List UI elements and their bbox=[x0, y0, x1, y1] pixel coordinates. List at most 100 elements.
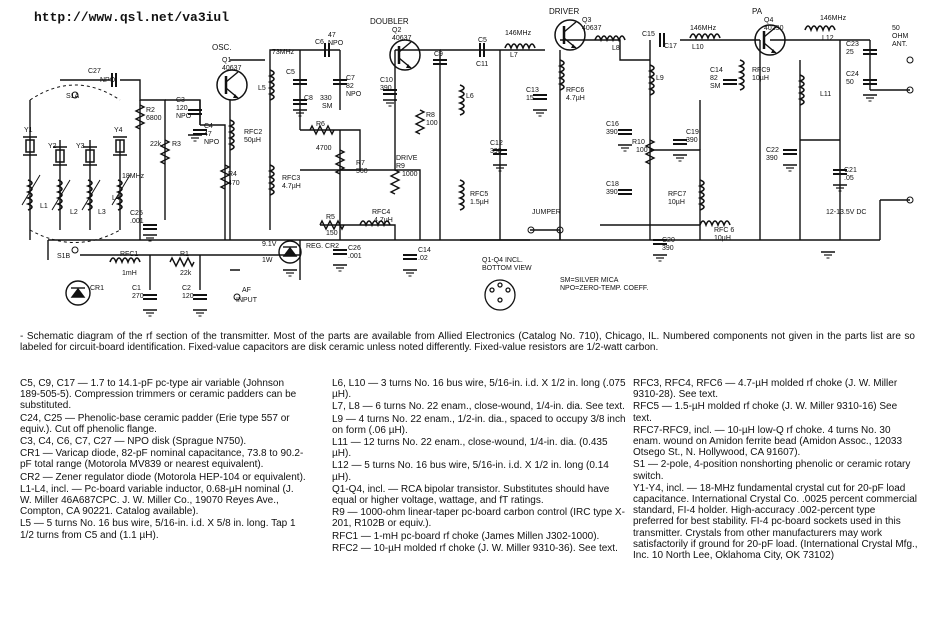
q2-label: Q2 bbox=[392, 27, 401, 34]
parts-entry: CR1 — Varicap diode, 82-pF nominal capac… bbox=[20, 448, 304, 471]
r7-value: 560 bbox=[356, 168, 368, 175]
c6-value: 47 bbox=[328, 32, 336, 39]
c14b-value: .02 bbox=[418, 255, 428, 262]
l6-label: L6 bbox=[466, 93, 474, 100]
c14b-label: C14 bbox=[418, 247, 431, 254]
l7-label: L7 bbox=[510, 52, 518, 59]
r5-value: 150 bbox=[326, 230, 338, 237]
l9-label: L9 bbox=[656, 75, 664, 82]
l3-label: L3 bbox=[98, 209, 106, 216]
source-url[interactable]: http://www.qsl.net/va3iul bbox=[34, 10, 230, 25]
parts-entry: C5, C9, C17 — 1.7 to 14.1-pF pc-type air… bbox=[20, 378, 297, 412]
c18-value: 390 bbox=[606, 189, 618, 196]
bottom-view-line1: Q1-Q4 INCL. bbox=[482, 257, 523, 264]
jumper-terminal-1 bbox=[527, 226, 535, 234]
parts-entry: RFC2 — 10-µH molded rf choke (J. W. Mill… bbox=[332, 542, 618, 554]
c4-value: 47 bbox=[204, 131, 212, 138]
c10-label: C10 bbox=[380, 77, 393, 84]
c15-label: C15 bbox=[642, 31, 655, 38]
r2-label: R2 bbox=[146, 107, 155, 114]
q3-label: Q3 bbox=[582, 17, 591, 24]
c5b-label: C5 bbox=[478, 37, 487, 44]
parts-entry: RFC5 — 1.5-µH molded rf choke (J. W. Mil… bbox=[633, 401, 898, 424]
c3-type: NPO bbox=[176, 113, 192, 120]
antenna-ground-terminal bbox=[906, 86, 914, 94]
l10-label: L10 bbox=[692, 44, 704, 51]
q1-label: Q1 bbox=[222, 57, 231, 64]
c1-value: 270 bbox=[132, 293, 144, 300]
c14-label: C14 bbox=[710, 67, 723, 74]
rfc6b-value: 10µH bbox=[714, 235, 731, 242]
c5-label: C5 bbox=[286, 69, 295, 76]
doubler-label: DOUBLER bbox=[370, 17, 409, 26]
r1-label: R1 bbox=[180, 251, 189, 258]
pa-label: PA bbox=[752, 7, 763, 16]
rfc6-label: RFC6 bbox=[566, 87, 584, 94]
schematic-wiring bbox=[29, 39, 910, 290]
l8-label: L8 bbox=[612, 45, 620, 52]
cr2-label: REG. CR2 bbox=[306, 243, 339, 250]
c16-value: 390 bbox=[606, 129, 618, 136]
freq146c-label: 146MHz bbox=[820, 15, 847, 22]
r8-value: 100 bbox=[426, 120, 438, 127]
c4-type: NPO bbox=[204, 139, 220, 146]
parts-list-column-3: RFC3, RFC4, RFC6 — 4.7-µH molded rf chok… bbox=[633, 378, 918, 562]
q4-label: Q4 bbox=[764, 17, 773, 24]
c20-label: C20 bbox=[662, 237, 675, 244]
parts-list-column-1: C5, C9, C17 — 1.7 to 14.1-pF pc-type air… bbox=[20, 378, 306, 542]
s1b-label: S1B bbox=[57, 253, 71, 260]
diode-cr2 bbox=[278, 240, 302, 264]
c10-value: 390 bbox=[380, 85, 392, 92]
cr2-wattage: 1W bbox=[262, 257, 273, 264]
r6-label: R6 bbox=[316, 121, 325, 128]
c13-label: C13 bbox=[526, 87, 539, 94]
c23-value: 25 bbox=[846, 49, 854, 56]
output-ohm-value: 50 bbox=[892, 25, 900, 32]
parts-entry: L1-L4, incl. — Pc-board variable inducto… bbox=[20, 483, 294, 518]
c21-value: .05 bbox=[844, 175, 854, 182]
c16-label: C16 bbox=[606, 121, 619, 128]
rfc4-label: RFC4 bbox=[372, 209, 390, 216]
c3-value: 120 bbox=[176, 105, 188, 112]
r5-label: R5 bbox=[326, 214, 335, 221]
parts-entry: R9 — 1000-ohm linear-taper pc-board carb… bbox=[332, 507, 625, 530]
c27-type: NPO bbox=[100, 77, 116, 84]
parts-entry: RFC7-RFC9, incl. — 10-µH low-Q rf choke.… bbox=[633, 424, 903, 459]
cr1-label: CR1 bbox=[90, 285, 104, 292]
rfc7-value: 10µH bbox=[668, 199, 685, 206]
af-label: AF bbox=[242, 287, 251, 294]
r10-value: 100 bbox=[636, 147, 648, 154]
parts-list-column-2: L6, L10 — 3 turns No. 16 bus wire, 5/16-… bbox=[332, 378, 628, 555]
parts-entry: L9 — 4 turns No. 22 enam., 1/2-in. dia.,… bbox=[332, 413, 626, 436]
rfc2-label: RFC2 bbox=[244, 129, 262, 136]
parts-entry: L7, L8 — 6 turns No. 22 enam., close-wou… bbox=[332, 401, 625, 413]
r3-value: 22k bbox=[150, 141, 162, 148]
y1-label: Y1 bbox=[24, 127, 33, 134]
r6-value: 4700 bbox=[316, 145, 332, 152]
rfc3-label: RFC3 bbox=[282, 175, 300, 182]
osc-label: OSC. bbox=[212, 43, 232, 52]
q3-transistor bbox=[553, 18, 587, 52]
c6-label: C6 bbox=[315, 39, 324, 46]
drive-label: DRIVE bbox=[396, 155, 418, 162]
c21-label: C21 bbox=[844, 167, 857, 174]
c1-label: C1 bbox=[132, 285, 141, 292]
rfc1-value: 1mH bbox=[122, 270, 137, 277]
l1-label: L1 bbox=[40, 203, 48, 210]
rfc5-label: RFC5 bbox=[470, 191, 488, 198]
c25-value: .001 bbox=[130, 218, 144, 225]
parts-entry: Y1-Y4, incl. — 18-MHz fundamental crysta… bbox=[633, 482, 918, 562]
l11-label: L11 bbox=[820, 91, 831, 98]
parts-entry: L12 — 5 turns No. 16 bus wire, 5/16-in. … bbox=[332, 460, 609, 483]
legend-npo: NPO=ZERO-TEMP. COEFF. bbox=[560, 285, 648, 292]
driver-label: DRIVER bbox=[549, 7, 579, 16]
rfc3-value: 4.7µH bbox=[282, 183, 301, 190]
r8-label: R8 bbox=[426, 112, 435, 119]
c24-value: 50 bbox=[846, 79, 854, 86]
parts-entry: Q1-Q4, incl. — RCA bipolar transistor. S… bbox=[332, 483, 610, 507]
c23-label: C23 bbox=[846, 41, 859, 48]
q4-type: 40290 bbox=[764, 25, 784, 32]
bottom-view-line2: BOTTOM VIEW bbox=[482, 265, 532, 272]
c26-value: .001 bbox=[348, 253, 362, 260]
c7-type: NPO bbox=[346, 91, 362, 98]
